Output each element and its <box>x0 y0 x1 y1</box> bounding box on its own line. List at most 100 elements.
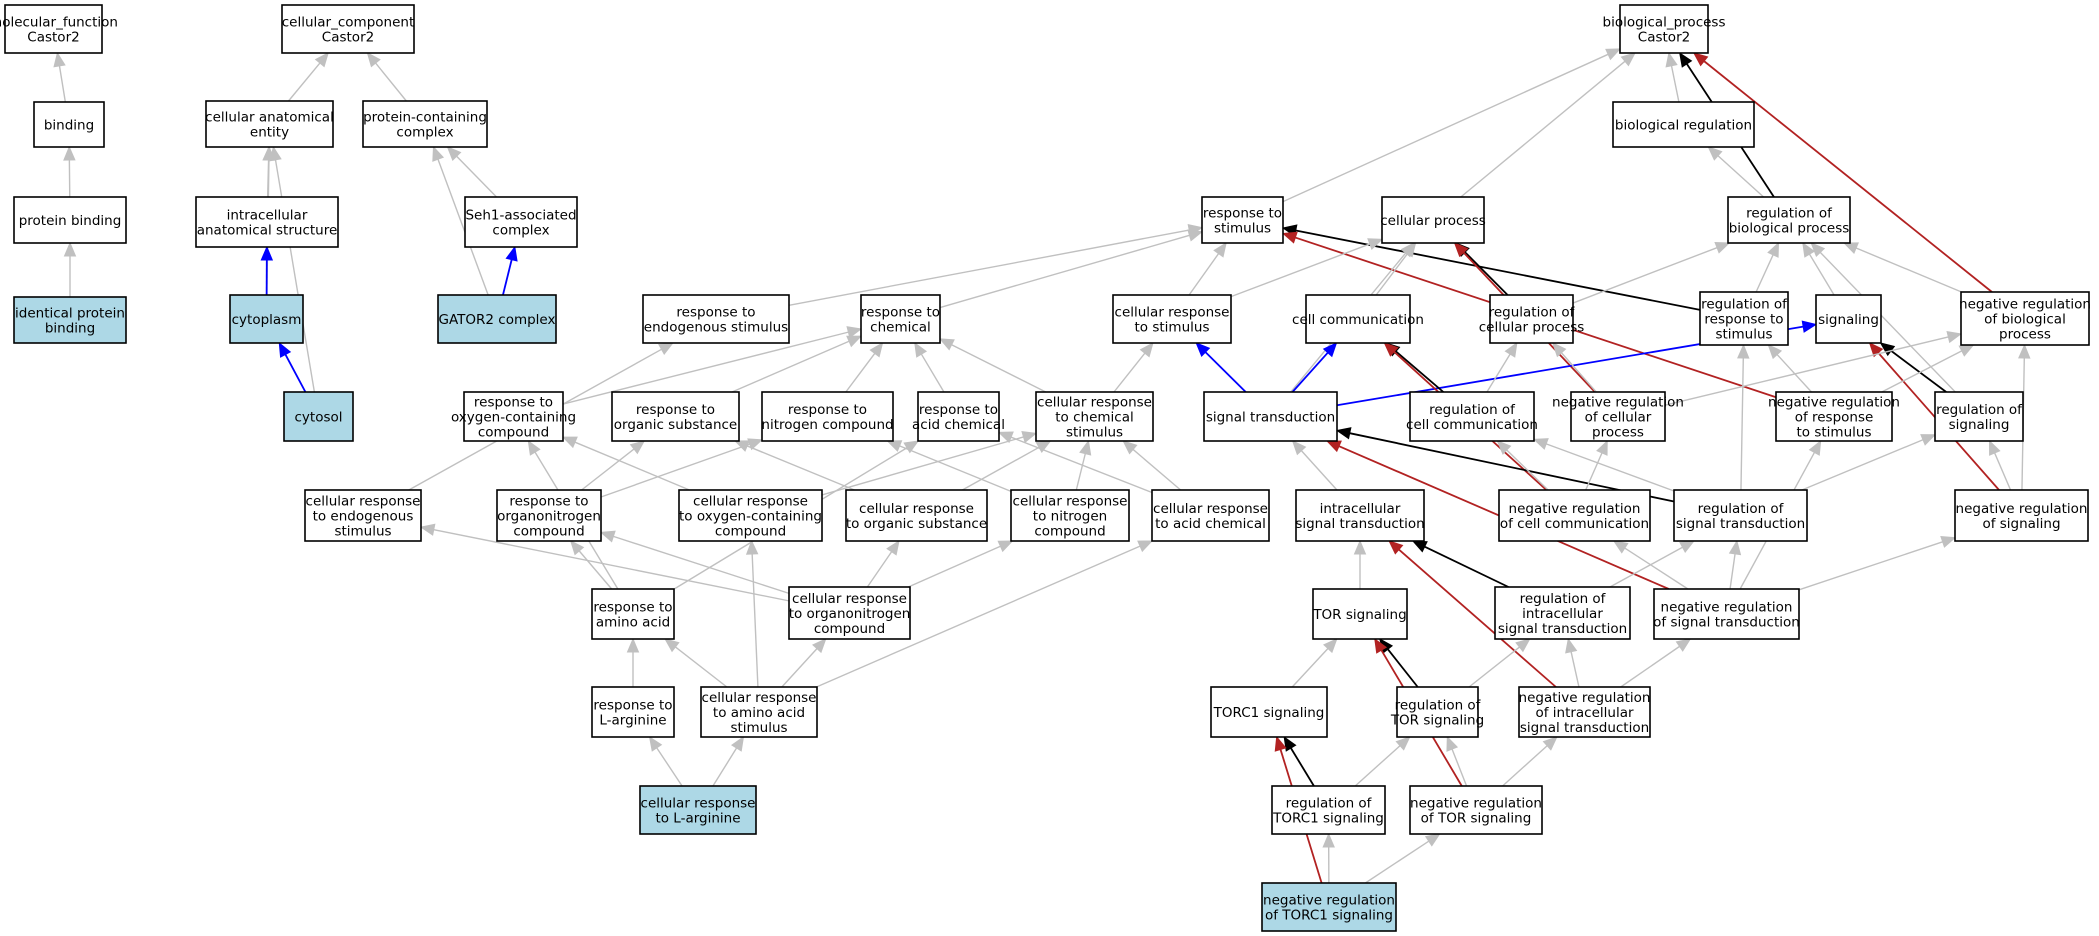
edge-line <box>1113 352 1146 393</box>
edge-line <box>1502 745 1548 787</box>
edge-arrowhead <box>1195 342 1211 357</box>
edge-line <box>581 448 635 491</box>
node-label-line: to endogenous <box>313 509 414 525</box>
node-label-line: GATOR2 complex <box>439 312 556 328</box>
edge-arrowhead <box>869 341 884 358</box>
node-label-line: cellular response <box>1115 305 1230 321</box>
edge-line <box>1468 646 1520 688</box>
go-term-node-cytosol[interactable]: cytosol <box>283 391 354 442</box>
edge-arrowhead <box>1367 238 1384 250</box>
node-label-line: of TOR signaling <box>1421 811 1532 827</box>
go-term-node-cellular-process[interactable]: cellular process <box>1380 196 1486 244</box>
node-box <box>639 785 757 835</box>
node-box <box>13 196 127 244</box>
edge-arrowhead <box>1383 342 1399 357</box>
edge-is-a <box>1664 330 1963 406</box>
go-term-node-signal-transduction[interactable]: signal transduction <box>1203 391 1338 442</box>
edge-arrowhead <box>1453 242 1469 258</box>
edge-is-a <box>1446 735 1468 787</box>
node-label-line: amino acid <box>596 615 670 631</box>
node-label-line: of cellular <box>1585 410 1652 426</box>
edge-line <box>816 545 1141 688</box>
edge-line <box>908 545 1001 588</box>
node-label-line: Castor2 <box>1638 30 1690 46</box>
node-label-line: intracellular <box>1320 501 1401 517</box>
go-term-node-cell-communication[interactable]: cell communication <box>1292 294 1424 344</box>
edge-arrowhead <box>997 431 1014 444</box>
go-term-node-cytoplasm[interactable]: cytoplasm <box>229 294 304 344</box>
edge-arrowhead <box>1714 242 1731 254</box>
node-box <box>678 489 823 542</box>
node-label-line: to organic substance <box>846 516 987 532</box>
node-label-line: to amino acid <box>713 705 805 721</box>
go-term-node-gator2[interactable]: GATOR2 complex <box>437 294 557 344</box>
go-term-node-signaling[interactable]: signaling <box>1815 294 1882 344</box>
go-term-node-binding[interactable]: binding <box>33 101 105 148</box>
edge-arrowhead <box>1989 439 2001 456</box>
edge-arrowhead <box>1187 229 1204 242</box>
edge-line <box>1075 453 1086 491</box>
node-box <box>1151 489 1270 542</box>
go-term-node-biological-regulation[interactable]: biological regulation <box>1612 101 1755 148</box>
node-box <box>1954 489 2089 542</box>
edge-arrowhead <box>1395 736 1411 751</box>
node-label-line: binding <box>44 118 94 134</box>
go-term-node-tor-signaling[interactable]: TOR signaling <box>1312 588 1408 640</box>
go-term-node-protein-binding[interactable]: protein binding <box>13 196 127 244</box>
go-term-node-response-to-l-arginine[interactable]: response toL-arginine <box>591 686 675 738</box>
go-term-node-torc1-signaling[interactable]: TORC1 signaling <box>1210 686 1328 738</box>
node-label-line: response to <box>1704 312 1783 328</box>
node-label-line: regulation of <box>1701 297 1788 313</box>
node-box <box>1727 196 1851 244</box>
edge-line <box>1395 350 1444 393</box>
node-box <box>1699 291 1789 346</box>
edge-arrowhead <box>733 440 751 452</box>
